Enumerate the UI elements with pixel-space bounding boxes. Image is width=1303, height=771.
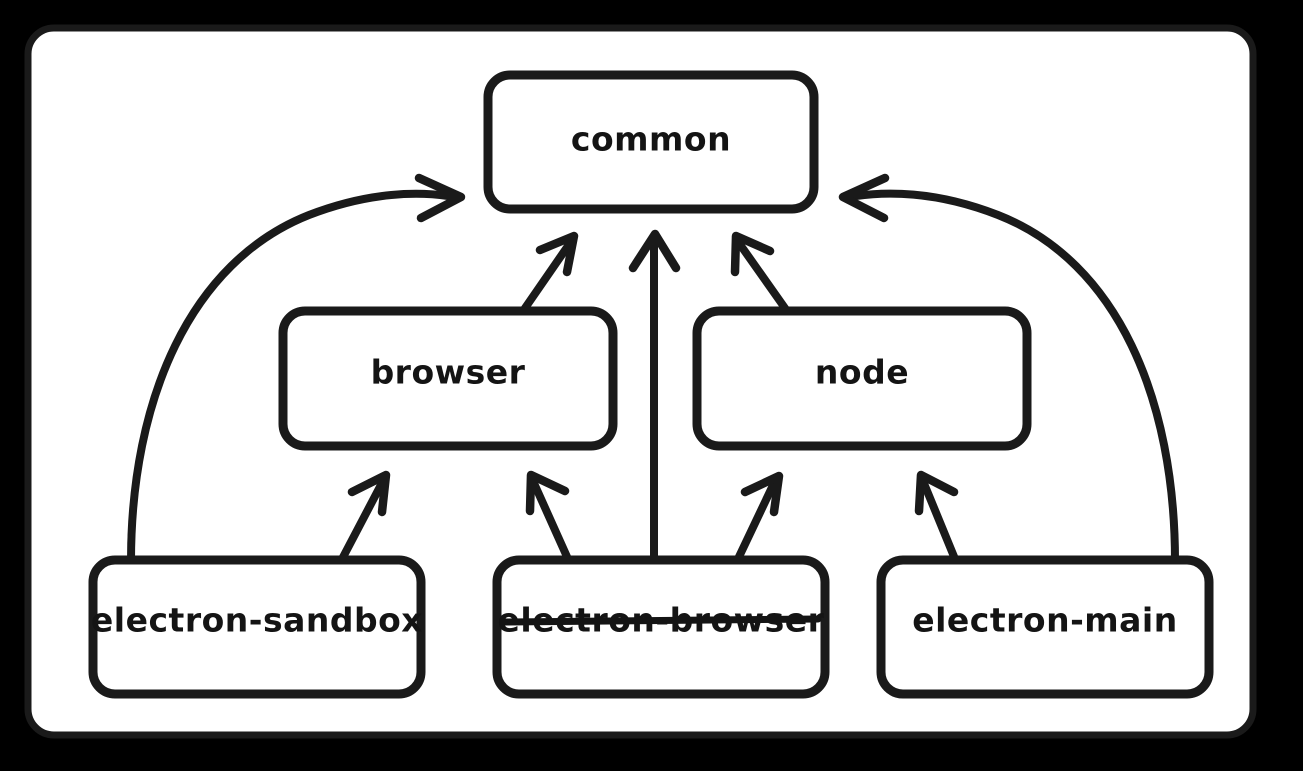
arrowhead-icon — [414, 173, 466, 223]
edge-electron-main-to-common — [838, 173, 1179, 565]
edge-electron-browser-to-browser — [525, 470, 572, 563]
nodes-group: common browser node electron-sandbox electro… — [88, 70, 1214, 699]
node-box[interactable] — [88, 555, 426, 699]
node-label: common — [571, 120, 731, 159]
edge-line — [519, 239, 574, 315]
node-electron-main[interactable]: electron-main — [876, 555, 1214, 699]
arrowhead-icon — [838, 173, 890, 223]
edge-line — [337, 477, 387, 565]
edge-line — [919, 477, 959, 563]
node-box[interactable] — [483, 70, 819, 214]
edge-electron-sandbox-to-browser — [337, 470, 391, 565]
node-common[interactable]: common — [483, 70, 819, 214]
node-label: electron-main — [912, 601, 1178, 640]
node-node[interactable]: node — [692, 306, 1032, 451]
edge-line — [733, 477, 779, 565]
node-label: electron-sandbox — [91, 601, 423, 640]
node-electron-browser[interactable]: electron-browser — [492, 555, 830, 699]
edge-browser-to-common — [519, 231, 579, 315]
edge-electron-sandbox-to-common — [127, 173, 466, 565]
arrowhead-icon — [914, 470, 959, 516]
arrowhead-icon — [525, 470, 570, 516]
node-box[interactable] — [692, 306, 1032, 451]
edge-line — [529, 477, 572, 563]
node-box[interactable] — [876, 555, 1214, 699]
strikethrough-line — [501, 615, 822, 626]
edge-line — [852, 189, 1179, 565]
node-box[interactable] — [278, 306, 618, 451]
edge-line — [735, 239, 791, 315]
node-box[interactable] — [492, 555, 830, 699]
arrowhead-icon — [535, 231, 579, 277]
arrowhead-icon — [628, 229, 681, 273]
edge-electron-browser-to-common — [628, 229, 681, 563]
arrowhead-icon — [740, 471, 784, 517]
edges-group — [127, 173, 1179, 565]
node-electron-sandbox[interactable]: electron-sandbox — [88, 555, 426, 699]
node-label: node — [815, 353, 909, 392]
node-browser[interactable]: browser — [278, 306, 618, 451]
edge-node-to-common — [730, 231, 791, 315]
arrowhead-icon — [347, 470, 391, 517]
edge-electron-main-to-node — [914, 470, 959, 563]
edge-electron-browser-to-node — [733, 471, 784, 565]
arrowhead-icon — [730, 231, 775, 277]
edge-line — [127, 189, 452, 565]
node-label: browser — [371, 353, 526, 392]
